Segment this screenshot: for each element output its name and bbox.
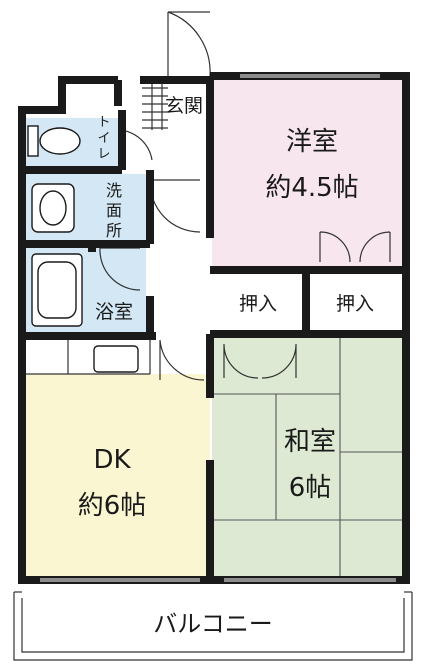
window-marks	[40, 74, 396, 582]
closet-left-label: 押入	[239, 293, 277, 315]
kitchen-counter-lines	[26, 340, 151, 375]
genkan-hatch	[142, 84, 168, 130]
tatami-lines	[212, 334, 402, 576]
toilet-label: トイレ	[97, 115, 110, 162]
kitchen-sink-fixture	[93, 345, 139, 373]
closet-left-fill	[212, 272, 304, 330]
toilet-fixture	[27, 125, 81, 157]
western-room-fill	[212, 80, 402, 268]
dk-room-size: 約6帖	[78, 491, 147, 521]
genkan-label: 玄関	[165, 95, 203, 117]
japanese-room-size: 6帖	[289, 473, 332, 503]
bathtub-fixture	[31, 253, 83, 327]
western-room-size: 約4.5帖	[265, 173, 358, 203]
western-room-name: 洋室	[286, 127, 338, 157]
dk-room-fill	[26, 374, 210, 576]
washbasin-fixture	[31, 183, 75, 233]
japanese-room-name: 和室	[284, 427, 336, 457]
bath-label: 浴室	[95, 301, 133, 323]
balcony-label: バルコニー	[153, 610, 273, 638]
closet-right-fill	[308, 272, 402, 330]
walls	[18, 72, 410, 584]
dk-room-name: DK	[93, 445, 131, 475]
washroom-label: 洗面所	[106, 181, 122, 240]
closet-right-label: 押入	[336, 293, 374, 315]
balcony-outline	[13, 591, 413, 661]
